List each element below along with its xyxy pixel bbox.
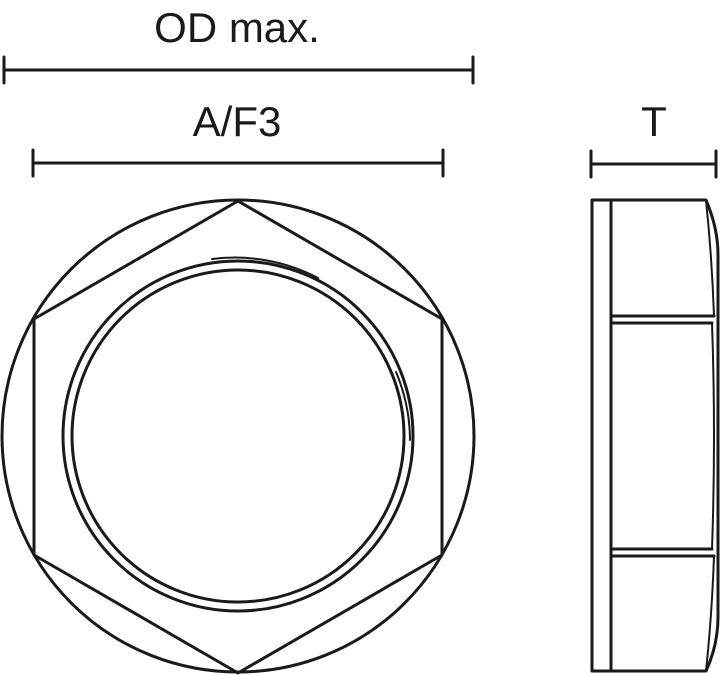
side-view-outline [590,198,720,673]
hexagon-outline [32,199,444,675]
bore-inner-circle [70,268,406,604]
chamfer-bottom [705,555,715,672]
thread-mark-right [395,371,411,441]
bore-outer-circle [61,259,415,613]
locknut-front-view [0,198,476,675]
chamfer-middle [711,322,715,550]
across-flats-label: A/F3 [193,98,282,145]
chamfer-top [705,199,715,317]
od-max-label: OD max. [154,4,320,51]
dimension-od-max: OD max. [2,4,475,85]
dimension-across-flats: A/F3 [31,98,445,178]
locknut-side-view [590,198,720,673]
thread-mark-top [211,256,319,279]
dimension-thickness: T [589,98,718,179]
thickness-label: T [641,98,667,145]
